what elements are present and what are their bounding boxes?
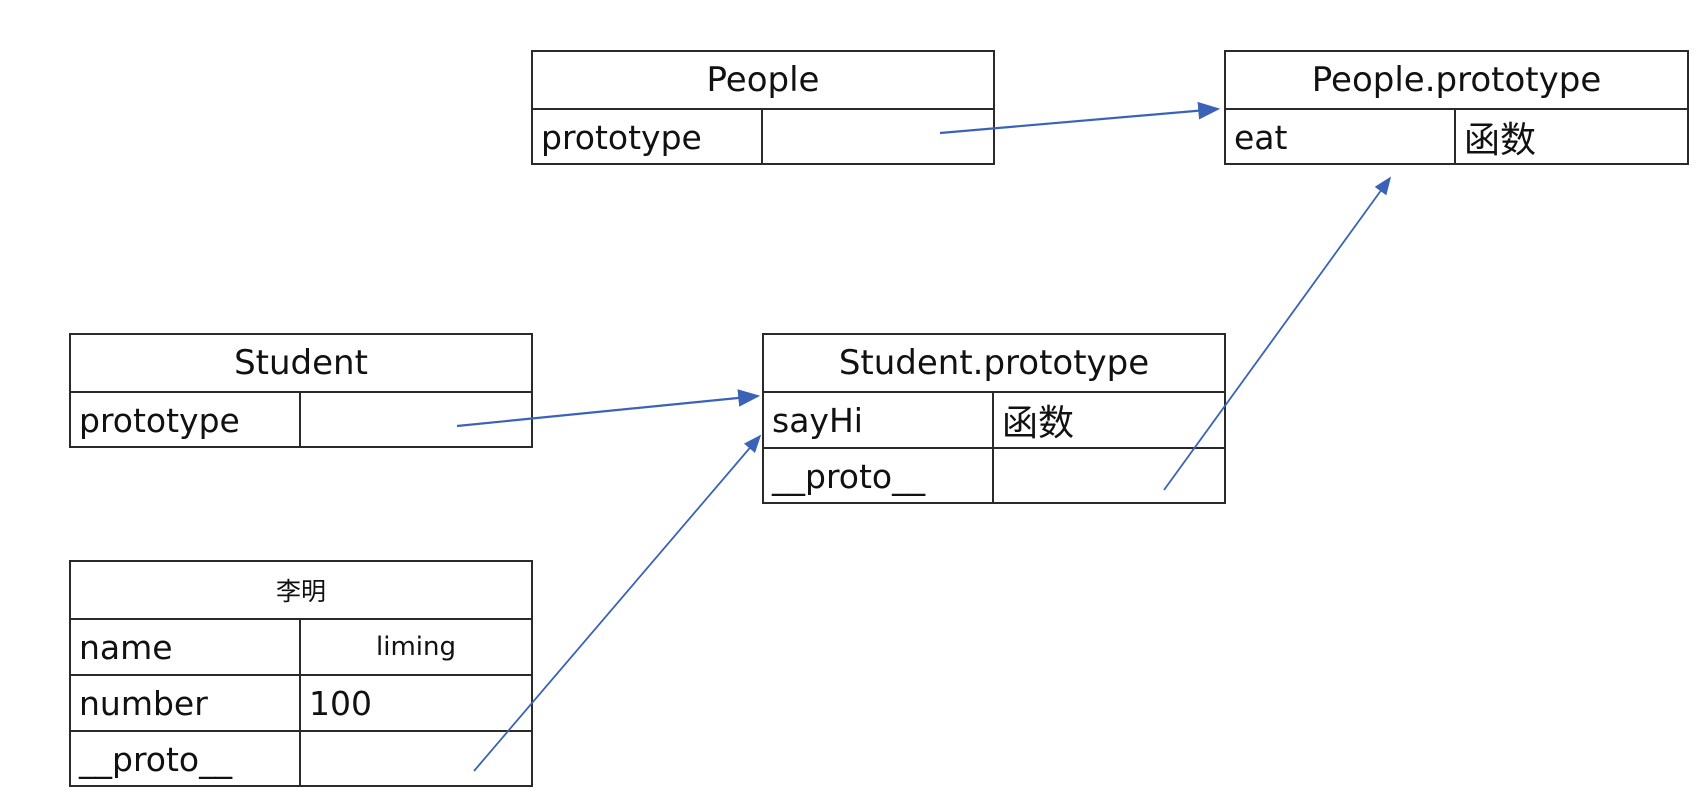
instance-proto-value xyxy=(301,732,531,786)
student-prototype-title-row: Student.prototype xyxy=(764,335,1224,391)
people-prototype-eat-row: eat 函数 xyxy=(1226,108,1687,164)
name-key: name xyxy=(71,620,301,674)
people-prototype-box: People.prototype eat 函数 xyxy=(1224,50,1689,165)
instance-proto-row: __proto__ xyxy=(71,730,531,786)
number-value: 100 xyxy=(309,683,372,723)
student-prototype-sayhi-row: sayHi 函数 xyxy=(764,391,1224,447)
name-value: liming xyxy=(376,632,456,662)
student-prototype-row: prototype xyxy=(71,391,531,447)
instance-title-row: 李明 xyxy=(71,562,531,618)
student-prototype-proto-value xyxy=(994,449,1224,503)
student-prototype-proto-key: __proto__ xyxy=(764,449,994,503)
people-prototype-title-row: People.prototype xyxy=(1226,52,1687,108)
instance-proto-key: __proto__ xyxy=(71,732,301,786)
people-box: People prototype xyxy=(531,50,995,165)
instance-box: 李明 name liming number 100 __proto__ xyxy=(69,560,533,787)
student-prototype-title: Student.prototype xyxy=(838,343,1150,383)
people-title: People xyxy=(706,60,820,100)
eat-value: 函数 xyxy=(1464,120,1537,161)
sayhi-key: sayHi xyxy=(764,393,994,447)
people-prototype-title: People.prototype xyxy=(1311,60,1602,100)
instance-name-row: name liming xyxy=(71,618,531,674)
eat-key: eat xyxy=(1226,110,1456,164)
people-prototype-value xyxy=(763,110,993,164)
instance-number-row: number 100 xyxy=(71,674,531,730)
number-key: number xyxy=(71,676,301,730)
instance-title: 李明 xyxy=(275,577,326,606)
people-prototype-row: prototype xyxy=(533,108,993,164)
student-title-row: Student xyxy=(71,335,531,391)
student-title: Student xyxy=(234,343,368,383)
student-prototype-proto-row: __proto__ xyxy=(764,447,1224,503)
people-prototype-key: prototype xyxy=(533,110,763,164)
student-prototype-key: prototype xyxy=(71,393,301,447)
people-title-row: People xyxy=(533,52,993,108)
student-prototype-box: Student.prototype sayHi 函数 __proto__ xyxy=(762,333,1226,504)
student-box: Student prototype xyxy=(69,333,533,448)
sayhi-value: 函数 xyxy=(1002,403,1075,444)
student-prototype-value xyxy=(301,393,531,447)
